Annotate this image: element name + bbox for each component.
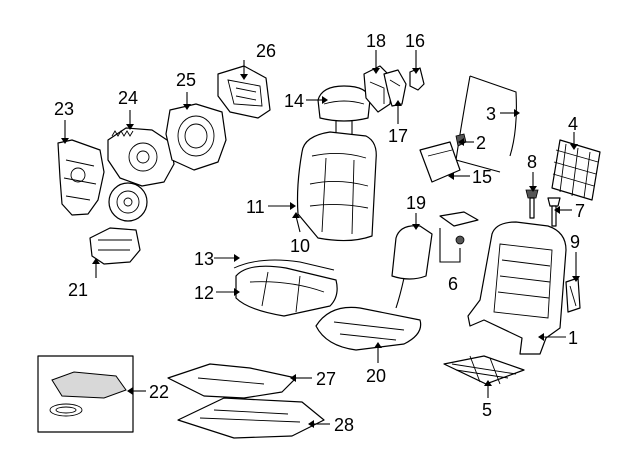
part-27-base-plate — [167, 363, 297, 399]
callout-7: 7 — [575, 201, 585, 221]
part-11-seat-back — [296, 131, 377, 242]
callout-26: 26 — [256, 41, 276, 61]
callout-arrowheads — [61, 68, 580, 428]
callout-18: 18 — [366, 31, 386, 51]
part-26-escutcheon — [217, 65, 271, 119]
part-25-trim-bezel — [165, 103, 227, 171]
part-seat-motor — [108, 182, 148, 222]
part-12-seat-cushion — [235, 265, 338, 317]
callout-3: 3 — [486, 104, 496, 124]
part-19-foam-pad — [391, 225, 433, 309]
callout-12: 12 — [194, 283, 214, 303]
callout-16: 16 — [405, 31, 425, 51]
part-14-headrest — [317, 85, 371, 134]
part-28-lower-cover — [177, 397, 325, 439]
callout-25: 25 — [176, 70, 196, 90]
part-3-frame-wire — [455, 75, 517, 173]
part-7-screw — [547, 197, 561, 227]
part-6-bracket — [439, 211, 479, 245]
callout-2: 2 — [476, 133, 486, 153]
callout-labels: 1 2 3 4 5 6 7 8 9 10 11 12 13 14 15 16 1… — [54, 31, 585, 435]
callout-8: 8 — [527, 152, 537, 172]
callout-9: 9 — [570, 232, 580, 252]
part-13-cushion-cover — [233, 259, 335, 271]
part-20-cushion-pad — [315, 306, 422, 351]
callout-14: 14 — [284, 91, 304, 111]
part-22-inset — [37, 355, 134, 433]
part-4-lumbar-grid — [551, 139, 601, 201]
callout-leaders — [64, 50, 577, 425]
callout-17: 17 — [388, 126, 408, 146]
callout-10: 10 — [290, 236, 310, 256]
part-9-side-trim — [565, 277, 581, 313]
part-15-module — [419, 141, 461, 183]
callout-23: 23 — [54, 99, 74, 119]
part-23-side-shield — [57, 139, 105, 216]
callout-22: 22 — [149, 382, 169, 402]
callout-11: 11 — [246, 197, 265, 217]
callout-15: 15 — [472, 167, 492, 187]
callout-21: 21 — [68, 280, 88, 300]
part-21-switch-block — [89, 227, 141, 265]
callout-19: 19 — [406, 193, 426, 213]
part-1-back-frame — [467, 221, 567, 355]
callout-1: 1 — [568, 328, 578, 348]
callout-6: 6 — [448, 274, 458, 294]
part-8-bolt — [525, 189, 539, 219]
callout-24: 24 — [118, 88, 138, 108]
part-17-guide-bracket — [383, 69, 407, 107]
callout-28: 28 — [334, 415, 354, 435]
part-24-recliner-cover — [107, 127, 175, 187]
part-5-seat-frame — [443, 355, 525, 385]
callout-20: 20 — [366, 366, 386, 386]
callout-5: 5 — [482, 400, 492, 420]
callout-4: 4 — [568, 114, 578, 134]
callout-13: 13 — [194, 249, 214, 269]
callout-27: 27 — [316, 369, 336, 389]
